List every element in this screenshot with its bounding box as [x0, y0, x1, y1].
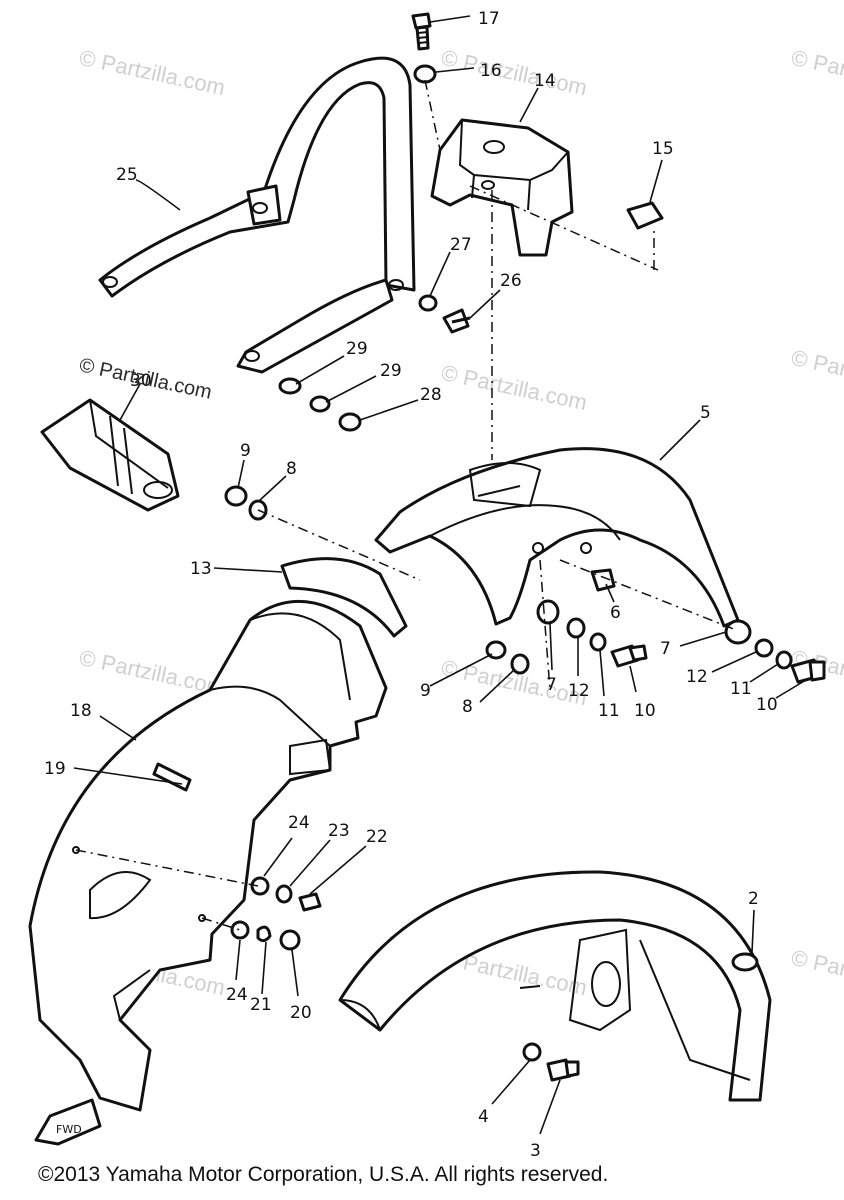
part-label: 13	[190, 559, 212, 579]
part-label: 18	[70, 701, 92, 721]
washer-29a	[278, 377, 302, 395]
part-label: 22	[366, 827, 388, 847]
part-label: 8	[462, 697, 473, 717]
nut-9-upper	[224, 485, 248, 507]
dash-line	[424, 79, 441, 151]
bolt-26	[442, 308, 471, 334]
part-label: 26	[500, 271, 522, 291]
washer-8-lower	[510, 653, 530, 675]
washer-24-upper	[250, 876, 270, 896]
dash-line	[559, 559, 737, 631]
part-label: 2	[748, 889, 759, 909]
part-label: 8	[286, 459, 297, 479]
part-label: 25	[116, 165, 138, 185]
collar-7-right	[724, 619, 752, 645]
front-fender	[338, 870, 772, 1102]
part-label: 21	[250, 995, 272, 1015]
part-label: 9	[240, 441, 251, 461]
collar-7-left	[536, 599, 560, 625]
bolt-3	[546, 1058, 580, 1082]
part-label: 5	[700, 403, 711, 423]
fwd-arrow-icon: FWD	[34, 1098, 102, 1146]
washer-12-left	[566, 617, 586, 639]
washer-27	[418, 294, 438, 312]
bolt-17	[411, 12, 432, 51]
damper-6	[590, 568, 616, 592]
bolt-10-left	[610, 644, 648, 668]
part-label: 7	[546, 675, 557, 695]
rear-fender-5	[374, 447, 740, 628]
part-label: 29	[380, 361, 402, 381]
part-label: 24	[288, 813, 310, 833]
part-label: 30	[130, 371, 152, 391]
washer-11-left	[589, 632, 607, 652]
leader-lines	[73, 15, 807, 1135]
bolt-10-right	[790, 658, 826, 684]
part-label: 7	[660, 639, 671, 659]
part-label: 6	[610, 603, 621, 623]
part-label: 16	[480, 61, 502, 81]
part-label: 19	[44, 759, 66, 779]
bracket-2	[731, 952, 759, 972]
washer-24-lower	[230, 920, 250, 940]
part-label: 20	[290, 1003, 312, 1023]
washer-4	[522, 1042, 542, 1062]
part-labels: 17 16 14 15 25 27 26 29 29 28 30 9 8 5 1…	[44, 9, 778, 1161]
washer-12-right	[754, 638, 774, 658]
washer-21	[256, 925, 272, 943]
screw-22	[298, 892, 322, 912]
part-label: 12	[686, 667, 708, 687]
dash-line	[257, 509, 421, 581]
pad-13	[280, 557, 408, 638]
part-label: 14	[534, 71, 556, 91]
part-label: 27	[450, 235, 472, 255]
nut-16	[413, 64, 437, 84]
part-label: 24	[226, 985, 248, 1005]
part-label: 10	[634, 701, 656, 721]
part-label: 9	[420, 681, 431, 701]
part-label: 17	[478, 9, 500, 29]
grab-bar-25	[98, 56, 416, 374]
bracket-14	[430, 118, 574, 257]
fwd-arrow-text: FWD	[56, 1123, 82, 1136]
block-15	[626, 201, 664, 230]
tool-bag-30	[40, 398, 180, 512]
part-label: 10	[756, 695, 778, 715]
part-label: 23	[328, 821, 350, 841]
part-label: 11	[730, 679, 752, 699]
nut-20	[279, 929, 301, 951]
part-label: 29	[346, 339, 368, 359]
part-label: 15	[652, 139, 674, 159]
part-label: 12	[568, 681, 590, 701]
copyright-notice: ©2013 Yamaha Motor Corporation, U.S.A. A…	[38, 1163, 609, 1186]
washer-11-right	[775, 650, 793, 670]
dash-line	[201, 917, 241, 931]
dash-line	[75, 849, 259, 887]
part-label: 28	[420, 385, 442, 405]
part-label: 11	[598, 701, 620, 721]
nut-28	[338, 412, 362, 432]
washer-23	[275, 884, 293, 904]
part-label: 3	[530, 1141, 541, 1161]
part-label: 4	[478, 1107, 489, 1127]
washer-29b	[309, 395, 331, 413]
dash-line	[539, 559, 551, 691]
rear-fender-18	[28, 600, 388, 1112]
